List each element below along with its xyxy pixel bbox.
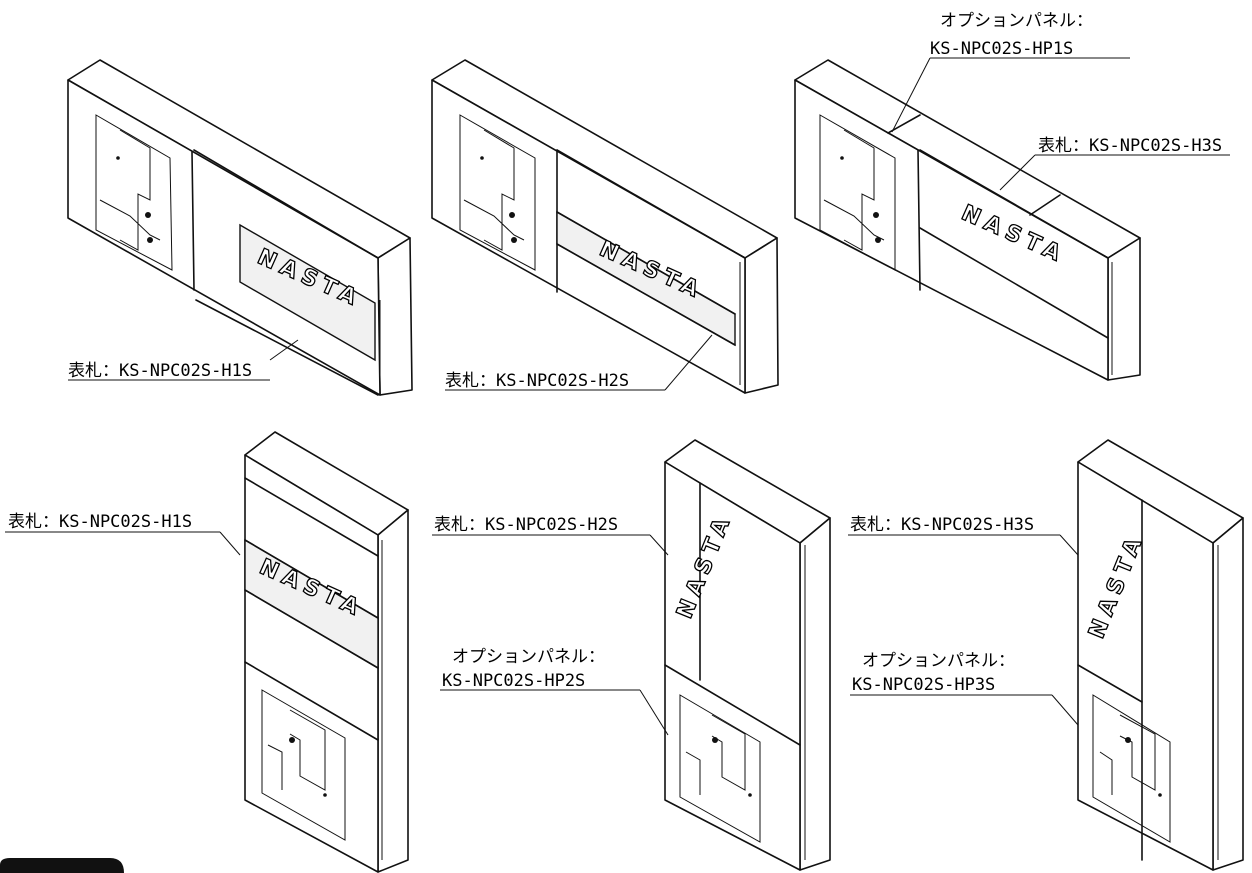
unit-horizontal-h3s: NASTA (794, 57, 1230, 381)
unit-vertical-h3s: NASTA (848, 439, 1244, 871)
label-nameplate-h3s-top: 表札：KS-NPC02S-H3S (1038, 136, 1222, 156)
label-nameplate-h1s-top: 表札：KS-NPC02S-H1S (68, 361, 252, 381)
corner-tab (0, 858, 124, 873)
label-option-hp1s: KS-NPC02S-HP1S (930, 39, 1073, 59)
label-option-panel-hp1s-title: オプションパネル： (940, 11, 1093, 31)
unit-horizontal-h1s: NASTA (67, 59, 413, 396)
label-option-panel-hp3s-title: オプションパネル： (862, 651, 1015, 671)
unit-horizontal-h2s: NASTA (431, 59, 779, 394)
label-option-hp2s: KS-NPC02S-HP2S (442, 671, 585, 691)
unit-vertical-h1s: NASTA (5, 431, 409, 873)
label-nameplate-h2s-top: 表札：KS-NPC02S-H2S (445, 371, 629, 391)
label-option-hp3s: KS-NPC02S-HP3S (852, 675, 995, 695)
label-option-panel-hp2s-title: オプションパネル： (452, 647, 605, 667)
unit-vertical-h2s: NASTA (432, 439, 831, 871)
label-nameplate-h2s-bottom: 表札：KS-NPC02S-H2S (434, 515, 618, 535)
label-nameplate-h1s-bottom: 表札：KS-NPC02S-H1S (8, 512, 192, 532)
label-nameplate-h3s-bottom: 表札：KS-NPC02S-H3S (850, 515, 1034, 535)
